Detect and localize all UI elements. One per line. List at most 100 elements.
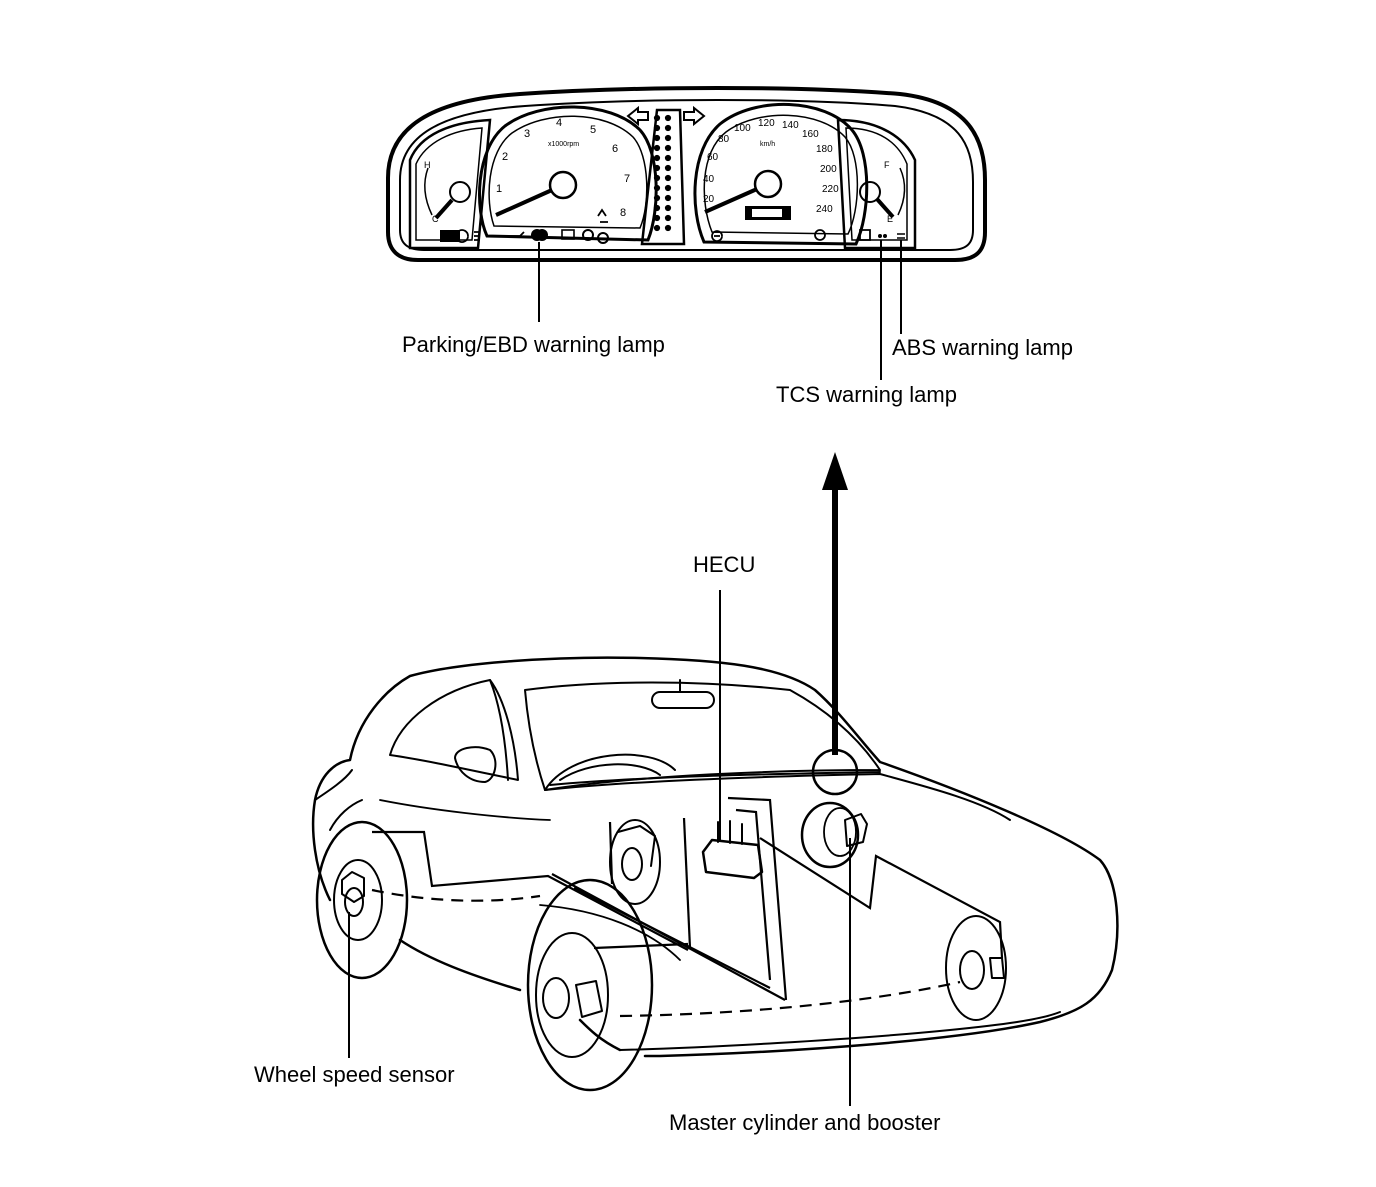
speedo-tick: 240 <box>816 204 833 215</box>
speedo-tick: 20 <box>703 194 715 205</box>
dashboard-lamp-circle <box>811 748 859 796</box>
indicator-led <box>664 224 672 232</box>
abs-lamp-label: ABS warning lamp <box>892 335 1073 360</box>
tcs-lamp-icon-b <box>883 234 887 238</box>
brake-line-center-a <box>682 817 692 949</box>
high-beam-icon <box>711 230 723 242</box>
brake-line-rear-right <box>608 821 614 885</box>
front-right-hub <box>959 950 985 990</box>
brake-line-front-left <box>593 942 689 950</box>
rear-right-rotor <box>609 819 661 905</box>
speedometer-housing <box>693 102 869 246</box>
tacho-tick: 1 <box>496 183 502 195</box>
car-door-line <box>379 799 681 961</box>
indicator-led <box>653 194 661 202</box>
indicator-led <box>653 154 661 162</box>
speedo-tick-labels: 20 40 60 80 100 120 140 160 180 200 220 … <box>703 118 839 215</box>
speedometer-hub <box>753 169 783 199</box>
fuel-e-label: E <box>887 214 893 224</box>
indicator-led <box>653 224 661 232</box>
fuel-f-label: F <box>884 160 890 170</box>
indicator-led <box>664 124 672 132</box>
front-right-sensor <box>989 957 1005 979</box>
tcs-lamp-icon <box>878 234 882 238</box>
rear-right-caliper <box>617 825 656 867</box>
cluster-leader-lines <box>538 240 902 380</box>
fuel-gauge-hub <box>859 181 881 203</box>
car-body-outline <box>311 656 1119 1058</box>
lamp-icon-1 <box>440 230 460 242</box>
tcs-lamp-label: TCS warning lamp <box>776 382 957 407</box>
speedo-tick: 40 <box>703 174 715 185</box>
indicator-led <box>664 204 672 212</box>
fuel-gauge-scale <box>897 167 906 216</box>
hecu-label: HECU <box>693 552 756 577</box>
brake-line-center-b <box>727 796 788 1001</box>
airbag-lamp-icon <box>597 232 610 244</box>
car-rear-section <box>314 769 363 831</box>
temp-gauge-panel <box>408 118 492 250</box>
fuel-gauge-panel <box>836 118 917 250</box>
rear-right-hub <box>621 847 643 881</box>
rear-left-sensor-icon <box>341 871 365 903</box>
indicator-led <box>653 214 661 222</box>
car-front-bumper <box>619 1011 1061 1051</box>
left-turn-arrow-icon <box>626 105 649 127</box>
parking-ebd-lamp-icon-inner <box>536 229 548 241</box>
front-right-rotor <box>945 915 1007 1021</box>
signal-arrow-head <box>822 452 848 490</box>
fuel-gauge-needle <box>875 197 895 219</box>
master-cylinder <box>844 813 868 847</box>
temp-gauge-needle <box>434 198 454 220</box>
cruise-lamp-icon <box>814 229 826 241</box>
car-leader-lines <box>348 590 851 1106</box>
indicator-led <box>664 164 672 172</box>
indicator-led <box>653 134 661 142</box>
battery-lamp-icon <box>561 229 575 240</box>
indicator-led <box>653 124 661 132</box>
instrument-cluster <box>386 86 987 262</box>
parking-ebd-lamp-label: Parking/EBD warning lamp <box>402 332 665 357</box>
speedometer-needle <box>704 187 758 214</box>
tachometer-needle <box>495 188 553 217</box>
tacho-tick-labels: 1 2 3 4 5 6 7 8 x1000rpm <box>496 117 630 219</box>
indicator-led <box>664 184 672 192</box>
fuel-gauge-inner <box>845 127 908 241</box>
tacho-unit: x1000rpm <box>548 141 579 148</box>
brake-line-center-c <box>735 808 772 981</box>
front-left-tire <box>526 878 654 1092</box>
front-left-hub <box>542 977 570 1019</box>
speedo-unit: km/h <box>760 141 775 148</box>
cluster-inner-bezel <box>399 99 974 251</box>
speedo-tick: 80 <box>718 134 730 145</box>
brake-booster <box>800 801 860 869</box>
speedo-tick: 140 <box>782 120 799 131</box>
rear-left-hub <box>344 887 364 917</box>
indicator-led <box>664 114 672 122</box>
speedo-tick: 120 <box>758 118 775 129</box>
tachometer-inner <box>488 115 648 229</box>
dashboard-line <box>549 771 881 786</box>
brake-line-dashed-front <box>619 980 961 1018</box>
temp-gauge-scale <box>424 167 433 216</box>
tacho-tick: 3 <box>524 128 530 140</box>
side-mirror <box>454 746 497 783</box>
tachometer-hub <box>548 170 578 200</box>
speedo-tick: 180 <box>816 144 833 155</box>
brake-line-diagonal-b <box>573 887 771 989</box>
steering-wheel <box>544 753 676 791</box>
speedo-tick: 100 <box>734 123 751 134</box>
speedo-tick: 60 <box>707 152 719 163</box>
rear-left-rotor <box>333 859 383 941</box>
tacho-tick: 5 <box>590 124 596 136</box>
indicator-led <box>653 174 661 182</box>
temp-c-label: C <box>432 214 439 224</box>
wheel-speed-sensor-label: Wheel speed sensor <box>254 1062 455 1087</box>
engine-check-icon <box>582 229 594 241</box>
hecu-ports <box>717 820 743 845</box>
small-gauge-labels: H C F E <box>424 160 893 224</box>
right-turn-arrow-icon <box>683 105 706 127</box>
front-left-caliper <box>575 980 603 1018</box>
oil-lamp-icon <box>506 231 525 237</box>
